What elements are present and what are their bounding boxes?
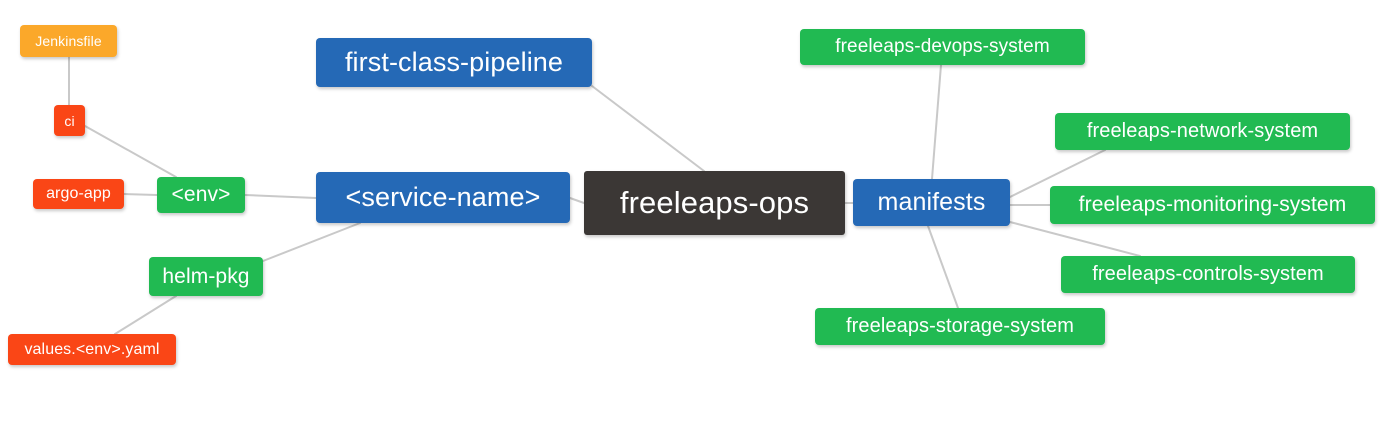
edge-manifests-to-freeleaps-controls-system: [1009, 221, 1141, 257]
node-label-first-class-pipeline: first-class-pipeline: [344, 47, 564, 77]
edge-freeleaps-ops-to-service-name: [569, 197, 585, 204]
node-label-jenkinsfile: Jenkinsfile: [35, 33, 102, 49]
node-freeleaps-monitoring-system[interactable]: freeleaps-monitoring-system: [1050, 186, 1375, 224]
node-label-helm-pkg: helm-pkg: [162, 264, 250, 288]
node-label-freeleaps-devops-system: freeleaps-devops-system: [835, 36, 1050, 57]
node-argo-app[interactable]: argo-app: [33, 179, 124, 209]
node-manifests[interactable]: manifests: [853, 179, 1010, 226]
edge-freeleaps-ops-to-first-class-pipeline: [591, 85, 705, 172]
edge-manifests-to-freeleaps-storage-system: [927, 225, 959, 309]
node-values-env-yaml[interactable]: values.<env>.yaml: [8, 334, 176, 365]
node-label-env: <env>: [171, 183, 231, 206]
edge-manifests-to-freeleaps-devops-system: [931, 64, 942, 180]
edge-service-name-to-helm-pkg: [262, 222, 361, 262]
node-ci[interactable]: ci: [54, 105, 85, 136]
node-label-freeleaps-monitoring-system: freeleaps-monitoring-system: [1078, 193, 1347, 216]
node-freeleaps-network-system[interactable]: freeleaps-network-system: [1055, 113, 1350, 150]
edge-env-to-argo-app: [123, 193, 158, 196]
node-label-service-name: <service-name>: [345, 182, 541, 212]
node-freeleaps-devops-system[interactable]: freeleaps-devops-system: [800, 29, 1085, 65]
node-label-ci: ci: [64, 112, 75, 129]
node-label-manifests: manifests: [877, 188, 986, 216]
node-label-freeleaps-ops: freeleaps-ops: [619, 185, 810, 220]
node-freeleaps-ops[interactable]: freeleaps-ops: [584, 171, 845, 235]
node-env[interactable]: <env>: [157, 177, 245, 213]
node-freeleaps-controls-system[interactable]: freeleaps-controls-system: [1061, 256, 1355, 293]
node-service-name[interactable]: <service-name>: [316, 172, 570, 223]
node-helm-pkg[interactable]: helm-pkg: [149, 257, 263, 296]
edge-service-name-to-env: [244, 194, 317, 199]
node-label-values-env-yaml: values.<env>.yaml: [24, 340, 160, 358]
edge-helm-pkg-to-values-env-yaml: [114, 295, 177, 335]
node-label-freeleaps-controls-system: freeleaps-controls-system: [1092, 263, 1324, 285]
node-first-class-pipeline[interactable]: first-class-pipeline: [316, 38, 592, 87]
node-label-freeleaps-network-system: freeleaps-network-system: [1086, 120, 1319, 142]
node-label-freeleaps-storage-system: freeleaps-storage-system: [845, 315, 1075, 337]
node-jenkinsfile[interactable]: Jenkinsfile: [20, 25, 117, 57]
edge-env-to-ci: [84, 125, 177, 178]
node-label-argo-app: argo-app: [46, 185, 111, 202]
node-freeleaps-storage-system[interactable]: freeleaps-storage-system: [815, 308, 1105, 345]
